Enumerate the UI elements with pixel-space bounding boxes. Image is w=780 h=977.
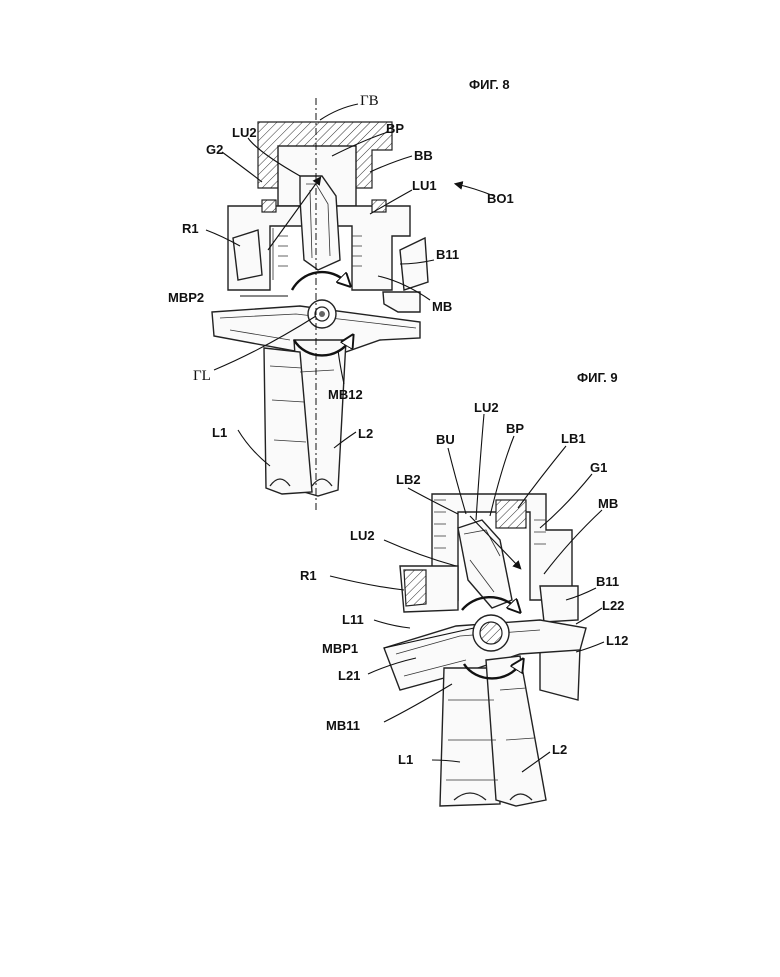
- label-mbp2: MBP2: [168, 290, 204, 305]
- label-lu1: LU1: [412, 178, 437, 193]
- label-bo1: BO1: [487, 191, 514, 206]
- label-bb: BB: [414, 148, 433, 163]
- label-mb: MB: [432, 299, 452, 314]
- label-g2: G2: [206, 142, 223, 157]
- label-mb: MB: [598, 496, 618, 511]
- label-l21: L21: [338, 668, 360, 683]
- label-bp: BP: [506, 421, 524, 436]
- label-l1: L1: [398, 752, 413, 767]
- figure-9: ФИГ. 9: [300, 370, 628, 806]
- label-l12: L12: [606, 633, 628, 648]
- label-lu2: LU2: [232, 125, 257, 140]
- label-r1: R1: [182, 221, 199, 236]
- label-l11: L11: [342, 612, 364, 627]
- label-lu2-top: LU2: [474, 400, 499, 415]
- fig9-pivot: [473, 615, 509, 651]
- label-b11: B11: [596, 574, 619, 589]
- rotation-arrow-icon: [292, 272, 346, 290]
- label-l22: L22: [602, 598, 624, 613]
- figure-8-title: ФИГ. 8: [469, 77, 510, 92]
- label-mb11: MB11: [326, 718, 360, 733]
- label-gamma-b: ΓB: [360, 93, 379, 109]
- label-mb12: MB12: [328, 387, 363, 402]
- fig8-pivot: [308, 300, 336, 328]
- label-mbp1: MBP1: [322, 641, 358, 656]
- label-lb1: LB1: [561, 431, 586, 446]
- figure-8: ФИГ. 8: [168, 77, 514, 510]
- label-l2: L2: [358, 426, 373, 441]
- figure-9-title: ФИГ. 9: [577, 370, 618, 385]
- label-l1: L1: [212, 425, 227, 440]
- label-bu: BU: [436, 432, 455, 447]
- label-r1: R1: [300, 568, 317, 583]
- label-lb2: LB2: [396, 472, 421, 487]
- label-b11: B11: [436, 247, 459, 262]
- fig9-bolt: [458, 520, 512, 608]
- label-gamma-l: ΓL: [193, 368, 211, 384]
- label-lu2: LU2: [350, 528, 375, 543]
- label-l2: L2: [552, 742, 567, 757]
- label-bp: BP: [386, 121, 404, 136]
- label-g1: G1: [590, 460, 607, 475]
